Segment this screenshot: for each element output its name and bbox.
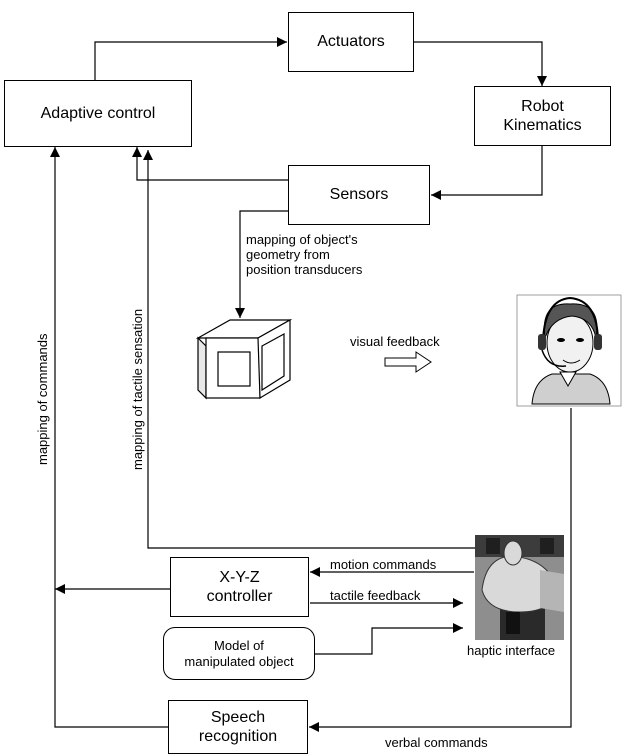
speech-recognition-box: Speech recognition bbox=[168, 700, 308, 754]
motion-commands-label: motion commands bbox=[330, 557, 437, 572]
arrow-actuators-to-kinematics bbox=[414, 41, 547, 86]
tactile-feedback-label: tactile feedback bbox=[330, 588, 421, 603]
operator-headset-icon bbox=[516, 294, 622, 407]
sensors-box: Sensors bbox=[288, 165, 430, 225]
monitor-icon bbox=[195, 318, 293, 400]
mapping-geometry-label: mapping of object's geometry from positi… bbox=[246, 232, 363, 277]
arrow-sensors-to-monitor bbox=[235, 210, 288, 318]
mapping-commands-label: mapping of commands bbox=[35, 333, 50, 465]
actuators-box: Actuators bbox=[288, 12, 414, 72]
xyz-controller-box: X-Y-Z controller bbox=[170, 557, 309, 617]
visual-feedback-arrow bbox=[384, 351, 432, 373]
verbal-commands-label: verbal commands bbox=[385, 735, 488, 750]
arrow-kinematics-to-sensors bbox=[431, 146, 543, 200]
haptic-interface-label: haptic interface bbox=[467, 643, 556, 658]
arrow-control-to-actuators bbox=[94, 37, 287, 80]
arrow-model-to-haptic bbox=[315, 623, 463, 655]
mapping-tactile-label: mapping of tactile sensation bbox=[130, 308, 145, 470]
arrow-haptic-tactile-to-control bbox=[143, 150, 475, 549]
model-object-box: Model of manipulated object bbox=[163, 627, 315, 680]
arrow-operator-to-speech bbox=[309, 408, 572, 732]
robot-kinematics-box: Robot Kinematics bbox=[474, 86, 611, 146]
adaptive-control-box: Adaptive control bbox=[4, 80, 192, 147]
haptic-joystick-icon bbox=[475, 535, 564, 640]
arrow-sensors-to-control bbox=[132, 147, 288, 181]
visual-feedback-label: visual feedback bbox=[350, 334, 440, 349]
arrow-speech-to-control bbox=[50, 147, 168, 728]
